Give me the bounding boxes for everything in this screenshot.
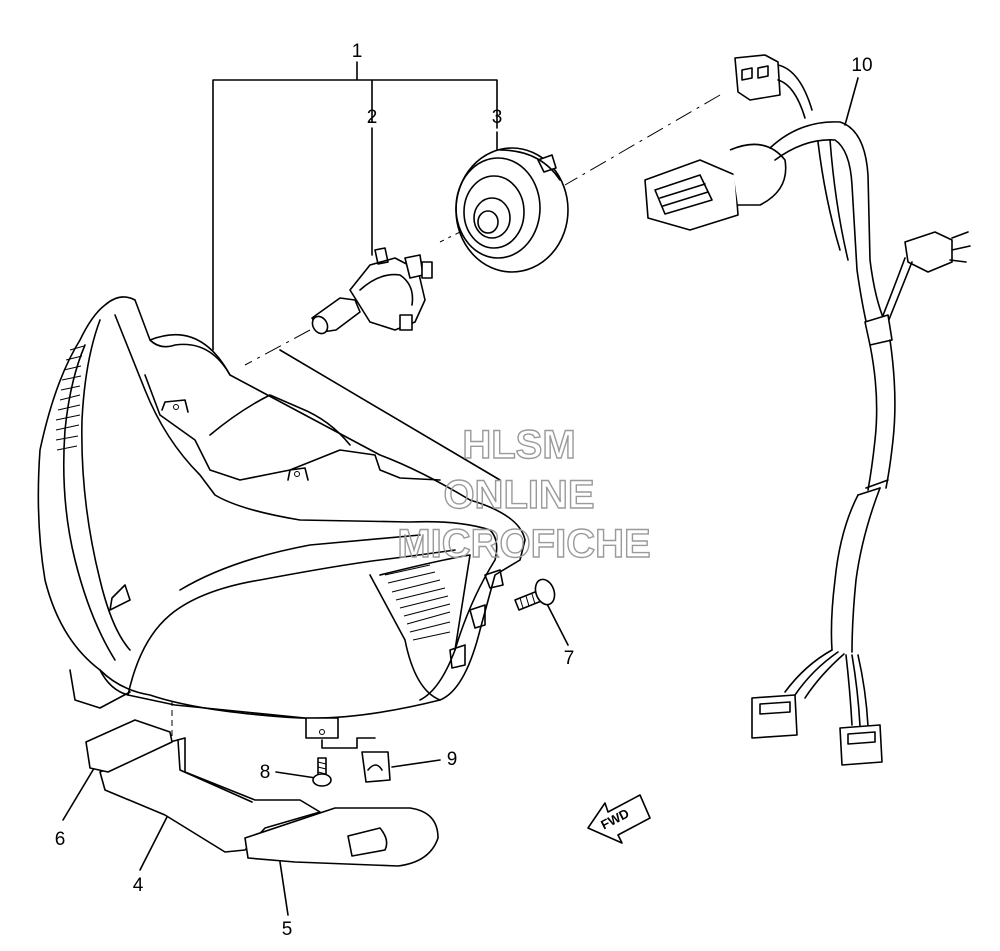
callout-6: 6	[55, 829, 66, 850]
callout-1: 1	[352, 41, 363, 62]
wiring-harness	[644, 54, 971, 766]
callout-10: 10	[851, 55, 872, 76]
bulb-socket-cover	[455, 147, 569, 273]
clip-9	[361, 751, 391, 783]
watermark-line1: HLSM	[462, 423, 575, 467]
screw-8	[312, 757, 332, 787]
leader-lines	[62, 61, 859, 916]
lower-cover-4	[99, 737, 321, 853]
watermark-line3: MICROFICHE	[397, 522, 650, 566]
callout-3: 3	[492, 107, 503, 128]
reflector-hatch	[384, 564, 451, 641]
headlamp-bulb	[311, 247, 433, 335]
screw-7	[514, 578, 556, 611]
watermark-line2: ONLINE	[443, 473, 594, 517]
callout-4: 4	[133, 875, 144, 896]
callout-numbers: 1 2 3 4 5 6 7 8 9 10	[55, 41, 873, 940]
watermark: HLSM ONLINE MICROFICHE	[397, 422, 652, 566]
callout-5: 5	[282, 919, 293, 940]
trim-plate-5	[244, 807, 439, 867]
side-lens-hatch	[55, 345, 85, 451]
panel-6	[85, 719, 173, 773]
callout-9: 9	[447, 749, 458, 770]
callout-8: 8	[260, 762, 271, 783]
callout-2: 2	[367, 107, 378, 128]
forward-direction-arrow: FWD	[587, 794, 651, 844]
callout-7: 7	[564, 648, 575, 669]
headlamp-housing	[37, 296, 526, 739]
